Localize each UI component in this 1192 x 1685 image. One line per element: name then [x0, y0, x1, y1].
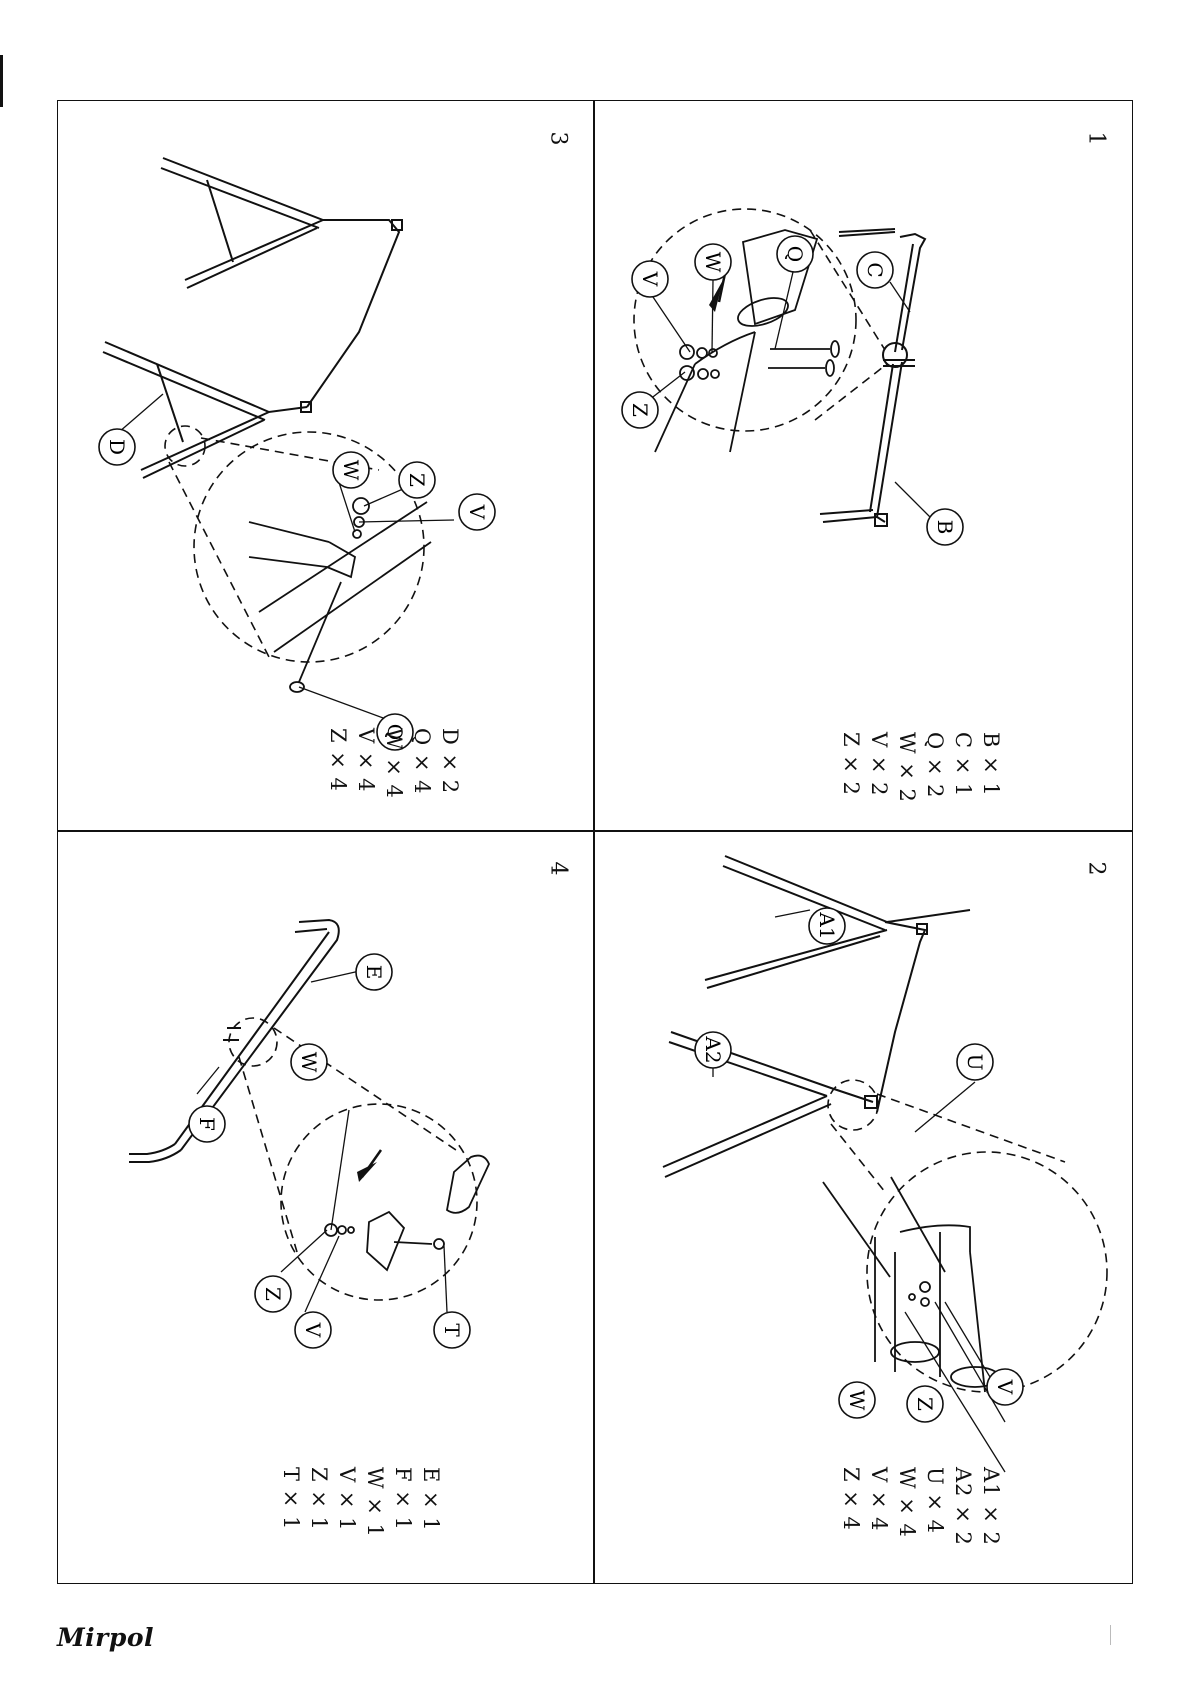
- step-4-parts-list: E × 1 F × 1 W × 1 V × 1 Z × 1 T × 1: [277, 1467, 445, 1538]
- parts-item: A1 × 2: [977, 1467, 1005, 1546]
- callout-w: W: [845, 1390, 869, 1411]
- step-1-parts-list: B × 1 C × 1 Q × 2 W × 2 V × 2 Z × 2: [837, 732, 1005, 803]
- part-a1-leg: [725, 856, 970, 922]
- callout-e: E: [362, 965, 386, 980]
- callout-z: Z: [261, 1287, 285, 1301]
- callout-w: W: [297, 1052, 321, 1073]
- page-edge-mark: [0, 55, 3, 107]
- callout-v: V: [993, 1379, 1017, 1395]
- callout-v: V: [465, 504, 489, 520]
- parts-item: B × 1: [977, 732, 1005, 803]
- parts-item: E × 1: [417, 1467, 445, 1538]
- parts-item: A2 × 2: [949, 1467, 977, 1546]
- step-3-panel: 3: [59, 102, 592, 829]
- callout-v: V: [638, 271, 662, 287]
- parts-item: V × 4: [352, 728, 380, 799]
- step-2-parts-list: A1 × 2 A2 × 2 U × 4 W × 4 V × 4 Z × 4: [837, 1467, 1005, 1546]
- parts-item: Z × 4: [837, 1467, 865, 1546]
- step-1-panel: 1: [595, 102, 1131, 829]
- callout-b: B: [933, 520, 957, 535]
- parts-item: W × 4: [380, 728, 408, 799]
- parts-item: F × 1: [389, 1467, 417, 1538]
- callout-c: C: [863, 262, 887, 277]
- callout-z: Z: [913, 1397, 937, 1411]
- page-footer-tick: [1110, 1625, 1111, 1645]
- step-2-detail-circle: [867, 1152, 1107, 1392]
- callout-q: Q: [783, 246, 807, 262]
- callout-a2: A2: [701, 1035, 725, 1063]
- callout-f: F: [195, 1117, 219, 1131]
- parts-item: Q × 4: [408, 728, 436, 799]
- parts-item: V × 1: [333, 1467, 361, 1538]
- parts-item: W × 1: [361, 1467, 389, 1538]
- callout-w: W: [339, 460, 363, 481]
- step-2-panel: 2: [595, 832, 1131, 1582]
- parts-item: T × 1: [277, 1467, 305, 1538]
- parts-item: Q × 2: [921, 732, 949, 803]
- step-1-diagram: V W Q C Z B: [595, 102, 1131, 829]
- callout-a1: A1: [815, 911, 839, 939]
- step-4-panel: 4: [59, 832, 592, 1582]
- parts-item: V × 4: [865, 1467, 893, 1546]
- callout-z: Z: [405, 473, 429, 487]
- callout-t: T: [440, 1323, 464, 1337]
- parts-item: U × 4: [921, 1467, 949, 1546]
- parts-item: C × 1: [949, 732, 977, 803]
- callout-d: D: [105, 439, 129, 455]
- callout-z: Z: [628, 403, 652, 417]
- brand-logo: Mirpol: [57, 1623, 154, 1652]
- parts-item: W × 4: [893, 1467, 921, 1546]
- parts-item: W × 2: [893, 732, 921, 803]
- parts-item: V × 2: [865, 732, 893, 803]
- callout-w: W: [701, 252, 725, 273]
- parts-item: Z × 1: [305, 1467, 333, 1538]
- parts-item: Z × 2: [837, 732, 865, 803]
- callout-v: V: [301, 1322, 325, 1338]
- callout-u: U: [963, 1054, 987, 1071]
- step-3-parts-list: D × 2 Q × 4 W × 4 V × 4 Z × 4: [324, 728, 464, 799]
- parts-item: Z × 4: [324, 728, 352, 799]
- parts-item: D × 2: [436, 728, 464, 799]
- step-3-diagram: D W Z V Q: [59, 102, 592, 829]
